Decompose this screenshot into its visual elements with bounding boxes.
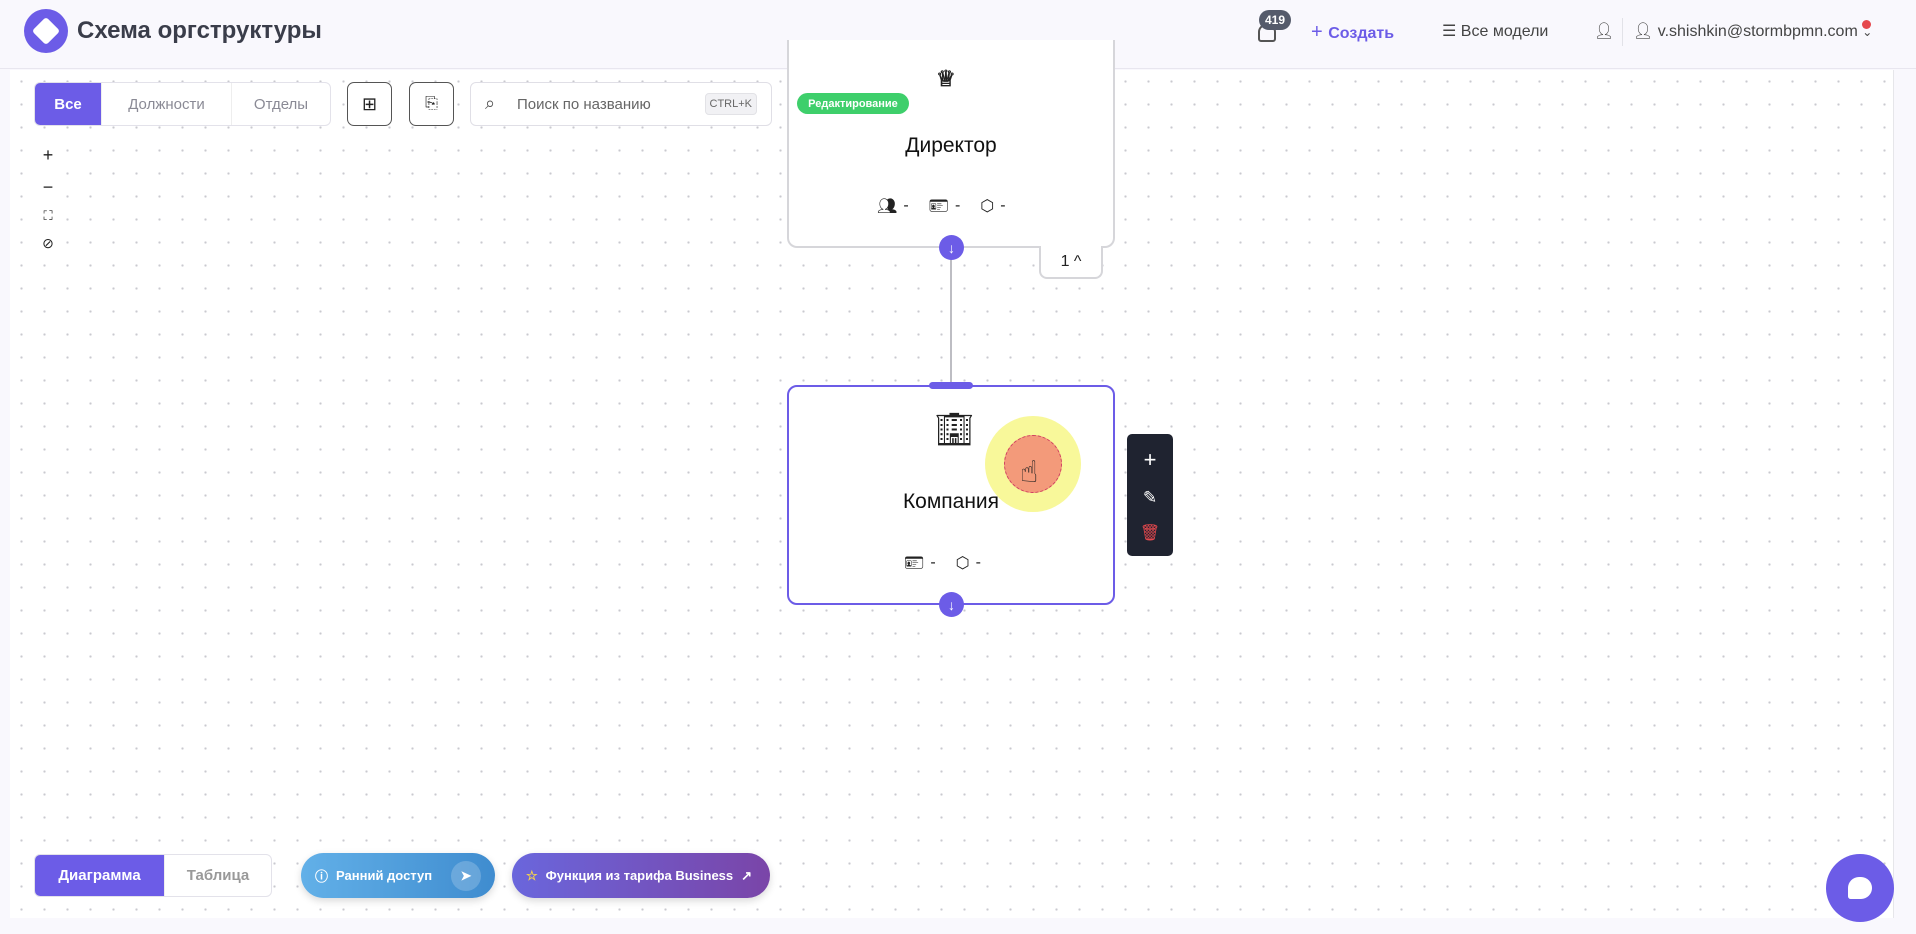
user-icon[interactable]: 👤︎ <box>1594 23 1615 40</box>
crown-icon: ♕ <box>936 66 956 91</box>
node-actions-toolbar: + ✎ 🗑︎ <box>1127 434 1173 556</box>
file-import-icon: ⎘ <box>425 95 438 112</box>
cube-icon: ⬡ <box>980 198 995 215</box>
filter-tabs: Все Должности Отделы <box>34 82 331 126</box>
tab-diagram[interactable]: Диаграмма <box>35 855 165 896</box>
info-icon: ⓘ <box>315 869 329 884</box>
shortcut-hint: CTRL+K <box>704 93 757 115</box>
external-link-icon: ↗ <box>741 867 753 883</box>
app-logo[interactable] <box>24 9 68 53</box>
id-card-icon: 🪪︎ <box>904 555 925 572</box>
node-stats: 👥︎- 🪪︎- ⬡- <box>877 196 1006 216</box>
arrow-down-icon: ↓ <box>948 239 955 256</box>
node-title: Директор <box>905 134 997 157</box>
positions-stat: 🪪︎- <box>928 197 961 215</box>
node-title: Компания <box>902 490 1000 513</box>
list-icon: ☰ <box>1442 23 1461 40</box>
import-button[interactable]: ⎘ <box>409 82 454 126</box>
status-dot <box>1862 20 1871 29</box>
chat-icon <box>1848 877 1872 899</box>
search-icon: ⌕ <box>485 93 496 113</box>
create-button[interactable]: + Создать <box>1311 21 1395 43</box>
click-indicator <box>1004 435 1062 493</box>
node-director[interactable] <box>787 40 1115 248</box>
objects-stat: ⬡- <box>980 197 1006 215</box>
trash-icon[interactable]: 🗑︎ <box>1139 524 1161 542</box>
positions-stat: 🪪︎- <box>904 554 936 572</box>
star-icon: ☆ <box>526 867 538 883</box>
business-feature-button[interactable]: ☆Функция из тарифа Business ↗ <box>512 853 770 898</box>
grid-icon: ⊞ <box>361 93 378 114</box>
user-menu[interactable]: 👤︎ v.shishkin@stormbpmn.com ⌄ <box>1633 23 1873 40</box>
expand-down-button[interactable]: ↓ <box>939 592 964 617</box>
tab-positions[interactable]: Должности <box>102 83 232 125</box>
page-title: Схема оргструктуры <box>77 17 322 44</box>
lock-icon[interactable]: ⊘ <box>42 234 54 251</box>
status-badge: Редактирование <box>797 93 909 114</box>
search-placeholder: Поиск по названию <box>517 96 651 113</box>
all-models-link[interactable]: ☰ Все модели <box>1442 23 1549 40</box>
employees-stat: 👥︎- <box>877 197 909 215</box>
divider <box>1622 18 1623 46</box>
expand-down-button[interactable]: ↓ <box>939 235 964 260</box>
add-icon[interactable]: + <box>1143 447 1157 473</box>
hand-cursor-icon: ☝︎ <box>1020 456 1039 489</box>
zoom-out-button[interactable]: − <box>42 176 54 197</box>
send-icon: ➤ <box>451 860 481 891</box>
notifications-badge: 419 <box>1259 10 1292 30</box>
edit-icon[interactable]: ✎ <box>1142 487 1158 507</box>
fit-view-icon[interactable]: ⛶ <box>43 208 53 224</box>
tab-all[interactable]: Все <box>35 83 102 125</box>
cube-icon: ⬡ <box>955 555 970 572</box>
chevron-up-icon: ^ <box>1073 253 1082 270</box>
children-toggle[interactable]: 1 ^ <box>1039 246 1103 279</box>
node-stats: 🪪︎- ⬡- <box>904 553 981 573</box>
user-icon: 👤︎ <box>1633 23 1658 40</box>
tab-departments[interactable]: Отделы <box>253 95 309 113</box>
building-icon: 🏢︎ <box>934 411 975 447</box>
tab-table[interactable]: Таблица <box>186 867 250 884</box>
users-icon: 👥︎ <box>877 198 898 215</box>
drag-handle[interactable] <box>929 382 973 389</box>
zoom-controls: + − ⛶ ⊘ <box>34 140 62 257</box>
plus-icon: + <box>1311 21 1329 43</box>
chat-button[interactable] <box>1826 854 1894 922</box>
arrow-down-icon: ↓ <box>948 596 955 613</box>
chevron-down-icon: ⌄ <box>1862 25 1873 39</box>
objects-stat: ⬡- <box>955 554 981 572</box>
search-input[interactable]: ⌕ Поиск по названию CTRL+K <box>470 82 772 126</box>
zoom-in-button[interactable]: + <box>42 145 54 166</box>
id-card-icon: 🪪︎ <box>928 198 949 215</box>
view-switch: Диаграмма Таблица <box>34 854 272 897</box>
layout-button[interactable]: ⊞ <box>347 82 392 126</box>
connector-line <box>950 258 952 386</box>
